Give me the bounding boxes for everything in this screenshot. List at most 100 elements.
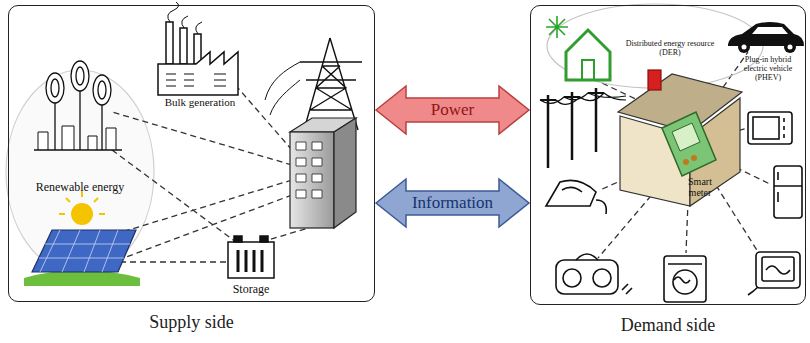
storage-battery-part — [228, 242, 274, 278]
appliances-part — [668, 263, 702, 265]
transmission-tower-part — [304, 38, 358, 130]
appliances-part — [562, 187, 582, 192]
part-label: Smart meter — [678, 176, 722, 198]
transmission-tower-part — [300, 62, 362, 80]
der-house-part — [566, 30, 610, 80]
appliances-part — [774, 172, 802, 202]
power-poles-part — [540, 93, 604, 100]
bulk-generation-plant — [158, 2, 238, 95]
bulk-generation-plant-part — [194, 34, 201, 64]
wind-turbines-part — [38, 126, 116, 150]
panel-border — [8, 5, 375, 302]
home — [618, 70, 742, 206]
dashed-links-part — [238, 88, 292, 150]
side-heading: Supply side — [8, 312, 375, 333]
wind-turbines-part — [51, 79, 59, 97]
storage-battery-part — [234, 236, 242, 242]
solar-panel-part — [71, 203, 93, 225]
phev-car-part — [738, 41, 750, 53]
phev-car-part — [742, 45, 747, 50]
renewable-oval — [6, 70, 154, 274]
appliances-part — [622, 284, 632, 294]
power-poles — [540, 88, 626, 168]
wind-turbines-part — [98, 81, 106, 99]
side-panel: Supply side — [8, 5, 375, 302]
bulk-generation-plant-part — [168, 2, 202, 34]
der-house — [546, 16, 610, 80]
der-house-part — [582, 60, 594, 80]
appliances-part — [593, 269, 611, 287]
smart-meter-device-part — [683, 159, 689, 165]
power-poles-part — [540, 93, 626, 104]
part-label: Plug-in hybrid electric vehicle (PHEV) — [735, 56, 801, 82]
transmission-tower — [265, 38, 362, 130]
smart-meter-device-part — [662, 112, 716, 176]
appliances-part — [756, 252, 800, 288]
storage-battery — [228, 236, 274, 278]
appliances-part — [783, 118, 785, 138]
appliances-part — [748, 287, 758, 295]
flow-label: Information — [412, 194, 493, 211]
dashed-links — [105, 52, 772, 265]
substation-building-part — [290, 132, 334, 228]
flow-label: Power — [431, 101, 474, 118]
appliances-part — [748, 112, 792, 144]
appliances-part — [673, 270, 697, 294]
bulk-generation-plant-part — [166, 74, 226, 86]
appliances-part — [766, 266, 790, 274]
wind-turbines-part — [71, 61, 89, 91]
flow-arrow — [376, 86, 529, 134]
transmission-tower-part — [265, 62, 300, 115]
appliances-part — [674, 277, 690, 283]
wind-turbines-part — [93, 75, 111, 105]
wind-turbines-part — [34, 149, 122, 150]
smart-meter-device — [662, 112, 716, 176]
solar-panel — [24, 191, 140, 286]
home-part — [648, 70, 661, 90]
bulk-generation-plant-part — [166, 22, 173, 64]
wind-turbines — [34, 61, 122, 150]
phev-car-part — [752, 27, 788, 34]
dashed-links-part — [112, 112, 292, 165]
flow-arrow — [376, 179, 529, 227]
phev-car-part — [788, 45, 793, 50]
smart-meter-device-part — [672, 123, 700, 151]
substation-building-part — [334, 118, 356, 228]
appliances-part — [762, 257, 794, 281]
appliances-part — [596, 200, 606, 214]
solar-panel-part — [59, 191, 105, 214]
part-label: Renewable energy — [24, 181, 136, 194]
phev-car-part — [784, 41, 796, 53]
appliances-part — [664, 256, 706, 302]
wind-turbines-part — [101, 100, 102, 150]
dashed-links-part — [120, 261, 228, 262]
wind-turbines-part — [76, 67, 84, 85]
solar-panel-part — [39, 230, 130, 272]
wind-turbines-part — [54, 100, 55, 150]
dashed-links-part — [112, 150, 236, 242]
der-house-part — [546, 16, 568, 38]
appliances-part — [576, 254, 598, 260]
phev-car — [728, 22, 804, 53]
storage-battery-part — [238, 250, 262, 272]
solar-panel-part — [32, 230, 136, 272]
appliances-part — [556, 260, 618, 294]
smart-meter-device-part — [691, 155, 697, 161]
wind-turbines-part — [79, 88, 80, 150]
appliances-part — [563, 269, 581, 287]
appliances — [546, 112, 802, 302]
part-label: Bulk generation — [164, 96, 236, 108]
part-label: Storage — [216, 283, 286, 296]
bulk-generation-plant-part — [158, 52, 238, 95]
appliances-part — [753, 117, 779, 139]
bulk-generation-plant-part — [180, 28, 187, 64]
storage-battery-part — [260, 236, 268, 242]
part-label: Distributed energy resource (DER) — [620, 40, 720, 58]
substation-building-part — [296, 142, 322, 198]
appliances-part — [546, 180, 596, 206]
side-heading: Demand side — [530, 315, 806, 336]
renewable-oval-part — [6, 70, 154, 274]
